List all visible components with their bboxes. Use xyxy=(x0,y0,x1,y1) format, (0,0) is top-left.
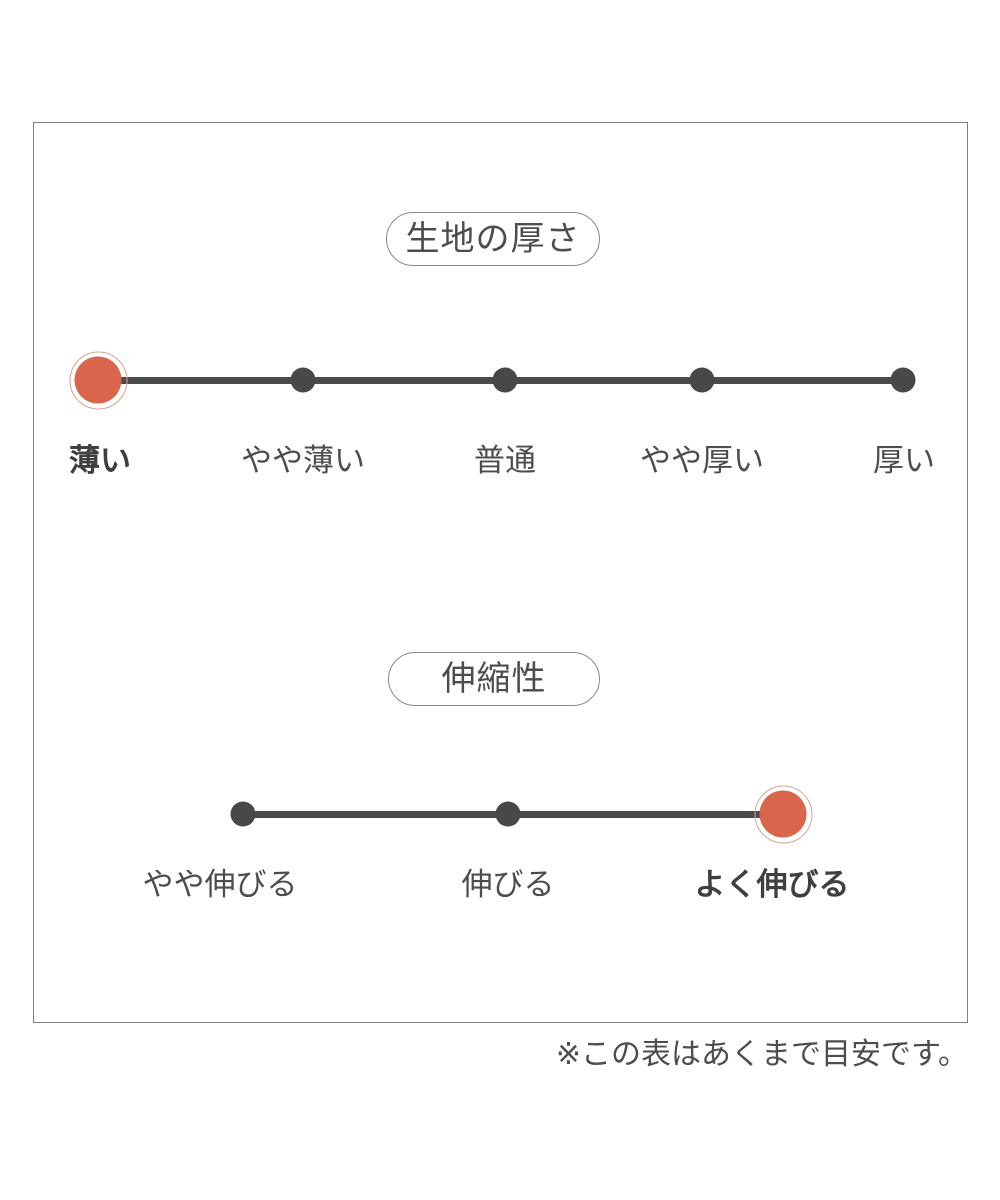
scale-label-thickness-3: やや厚い xyxy=(640,443,764,478)
scale-node-stretch-2[interactable] xyxy=(754,785,812,843)
scale-label-thickness-2: 普通 xyxy=(474,443,536,478)
footnote-disclaimer: ※この表はあくまで目安です。 xyxy=(555,1038,968,1071)
scale-node-thickness-4[interactable] xyxy=(890,367,916,393)
scale-node-stretch-1[interactable] xyxy=(495,801,521,827)
scale-labels-thickness: 薄い やや薄い 普通 やや厚い 厚い xyxy=(0,445,1000,485)
scale-node-stretch-0[interactable] xyxy=(230,801,256,827)
chart-frame xyxy=(33,122,968,1023)
section-title-pill-stretch: 伸縮性 xyxy=(388,652,600,706)
scale-label-stretch-0: やや伸びる xyxy=(142,867,298,902)
scale-label-thickness-0: 薄い xyxy=(69,443,131,478)
section-title-label-thickness: 生地の厚さ xyxy=(405,220,581,258)
scale-label-thickness-1: やや薄い xyxy=(241,443,365,478)
scale-node-thickness-2[interactable] xyxy=(492,367,518,393)
scale-node-thickness-3[interactable] xyxy=(689,367,715,393)
scale-label-stretch-2: よく伸びる xyxy=(694,867,850,902)
section-title-label-stretch: 伸縮性 xyxy=(441,660,547,698)
section-title-pill-thickness: 生地の厚さ xyxy=(386,212,600,266)
scale-label-stretch-1: 伸びる xyxy=(461,867,555,902)
scale-labels-stretch: やや伸びる 伸びる よく伸びる xyxy=(0,869,1000,909)
scale-node-thickness-1[interactable] xyxy=(290,367,316,393)
scale-label-thickness-4: 厚い xyxy=(873,443,935,478)
scale-node-thickness-0[interactable] xyxy=(69,351,127,409)
